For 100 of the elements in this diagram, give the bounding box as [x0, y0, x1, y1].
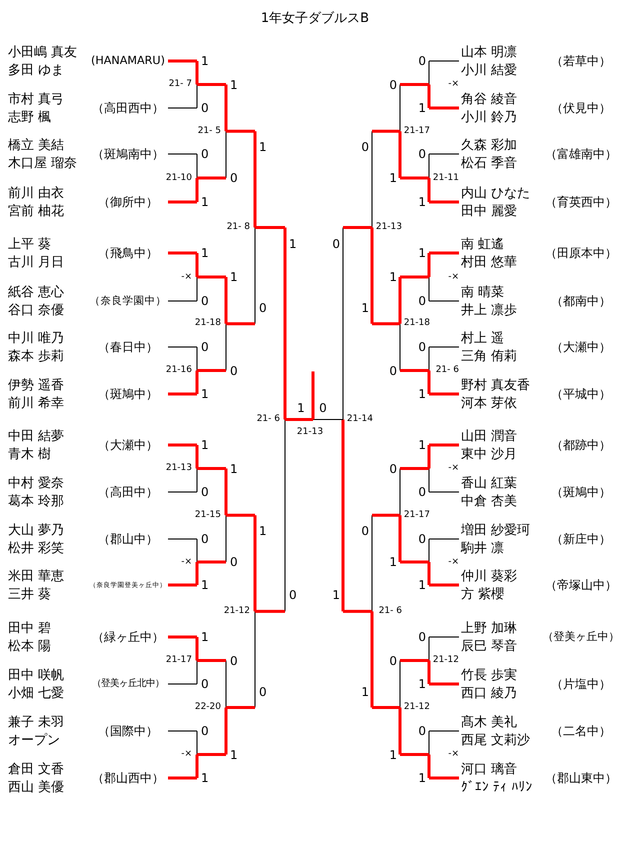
- player-name: 仲川 葵彩: [461, 570, 518, 582]
- player-name: 伊勢 遥香: [8, 378, 64, 392]
- player-name: 山田 潤音: [461, 430, 518, 442]
- player-name: 西尾 文莉沙: [461, 734, 530, 746]
- match-result: 0: [201, 486, 209, 498]
- player-name: 小田嶋 真友: [8, 46, 78, 58]
- game-score: 21- 6: [436, 366, 459, 375]
- match-result: 0: [201, 148, 209, 160]
- match-result: 1: [418, 439, 426, 451]
- player-name: 駒井 凛: [461, 542, 504, 554]
- game-score: 21- 5: [198, 126, 221, 136]
- player-name: 前川 由衣: [8, 186, 64, 200]
- player-name: 村上 遥: [461, 332, 504, 344]
- match-result: 0: [289, 589, 297, 602]
- school-name: （斑鳩南中）: [92, 148, 164, 160]
- player-name: 竹長 歩実: [461, 668, 518, 682]
- match-result: 1: [361, 302, 369, 314]
- school-name: （新庄中）: [551, 533, 611, 545]
- player-name: 村田 悠華: [461, 256, 518, 268]
- match-result: 0: [230, 654, 238, 666]
- match-result: 0: [259, 302, 267, 314]
- match-result: 1: [289, 238, 297, 250]
- game-score: 21-11: [432, 174, 459, 182]
- match-result: 1: [230, 271, 238, 283]
- game-score: 21-18: [194, 319, 221, 328]
- player-name: 中田 結夢: [8, 430, 64, 442]
- school-name: （飛鳥中）: [98, 247, 158, 259]
- school-name: （御所中）: [98, 196, 158, 208]
- school-name: （富雄南中）: [545, 148, 617, 160]
- match-result: 1: [389, 172, 397, 184]
- game-score: 21-15: [194, 510, 221, 520]
- school-name: （大瀬中）: [551, 341, 611, 353]
- player-name: 古川 月日: [8, 256, 64, 268]
- match-result: 0: [361, 141, 369, 154]
- game-score: 21-18: [404, 319, 430, 328]
- match-result: 0: [389, 364, 397, 376]
- player-name: 三井 葵: [8, 588, 52, 600]
- player-name: 田中 咲帆: [8, 668, 64, 682]
- match-result: 1: [201, 55, 209, 67]
- school-name: （郡山西中）: [92, 772, 164, 784]
- title: 1年女子ダブルスB: [260, 12, 370, 24]
- player-name: 松井 彩笑: [8, 542, 64, 554]
- match-result: 0: [201, 725, 209, 737]
- player-name: 橋立 美結: [8, 138, 64, 152]
- game-score: 21-13: [166, 464, 192, 473]
- player-name: 谷口 奈優: [8, 304, 64, 316]
- match-result: 1: [389, 271, 397, 283]
- player-name: 内山 ひなた: [461, 186, 530, 200]
- match-result: 0: [201, 533, 209, 545]
- game-score: 21-17: [404, 126, 430, 136]
- player-name: 髙木 美礼: [461, 716, 518, 728]
- match-result: 1: [418, 102, 426, 114]
- match-result: 1: [332, 589, 340, 602]
- match-result: 0: [389, 462, 397, 474]
- match-result: 0: [418, 725, 426, 737]
- match-result: 0: [361, 525, 369, 538]
- game-score: -×: [448, 464, 459, 473]
- player-name: 西口 綾乃: [461, 686, 518, 700]
- player-name: 三角 侑莉: [461, 350, 518, 362]
- player-name: 南 虹遙: [461, 238, 504, 250]
- school-name: （大瀬中）: [98, 439, 158, 451]
- school-name: （都南中）: [551, 295, 611, 307]
- school-name: （育英西中）: [545, 196, 617, 208]
- player-name: 松石 季音: [461, 156, 518, 170]
- school-name: （平城中）: [551, 388, 611, 400]
- game-score: -×: [448, 80, 459, 89]
- game-score: 21-17: [404, 510, 430, 520]
- player-name: 野村 真友香: [461, 378, 530, 392]
- player-name: 市村 真弓: [8, 92, 64, 106]
- match-result: 1: [201, 388, 209, 400]
- match-result: 1: [418, 247, 426, 259]
- match-result: 0: [259, 686, 267, 698]
- game-score: 21-13: [376, 223, 402, 232]
- school-name: （国際中）: [98, 725, 158, 737]
- match-result: 1: [418, 196, 426, 208]
- player-name: 葛本 玲那: [8, 494, 64, 508]
- player-name: 中川 唯乃: [8, 332, 64, 344]
- game-score: -×: [448, 272, 459, 282]
- player-name: 米田 華恵: [8, 570, 64, 582]
- match-result: 1: [230, 748, 238, 760]
- player-name: 辰巳 琴音: [461, 640, 518, 652]
- player-name: 南 晴菜: [461, 286, 504, 298]
- game-score: 21-14: [346, 414, 373, 424]
- player-name: 志野 楓: [8, 110, 52, 124]
- game-score: 21-17: [166, 656, 192, 665]
- school-name: （春日中）: [98, 341, 158, 353]
- match-result: 0: [418, 533, 426, 545]
- school-name: （高田中）: [98, 486, 158, 498]
- match-result: 1: [259, 141, 267, 154]
- player-name: オープン: [8, 734, 60, 746]
- match-result: 0: [418, 631, 426, 643]
- school-name: （田原本中）: [545, 247, 617, 259]
- player-name: 田中 碧: [8, 622, 52, 634]
- player-name: 井上 凛歩: [461, 304, 518, 316]
- match-result: 1: [297, 402, 305, 414]
- player-name: 松本 陽: [8, 640, 52, 652]
- school-name: （二名中）: [551, 725, 611, 737]
- player-name: 上平 葵: [8, 238, 52, 250]
- match-result: 1: [201, 196, 209, 208]
- game-score: 21- 7: [168, 80, 192, 89]
